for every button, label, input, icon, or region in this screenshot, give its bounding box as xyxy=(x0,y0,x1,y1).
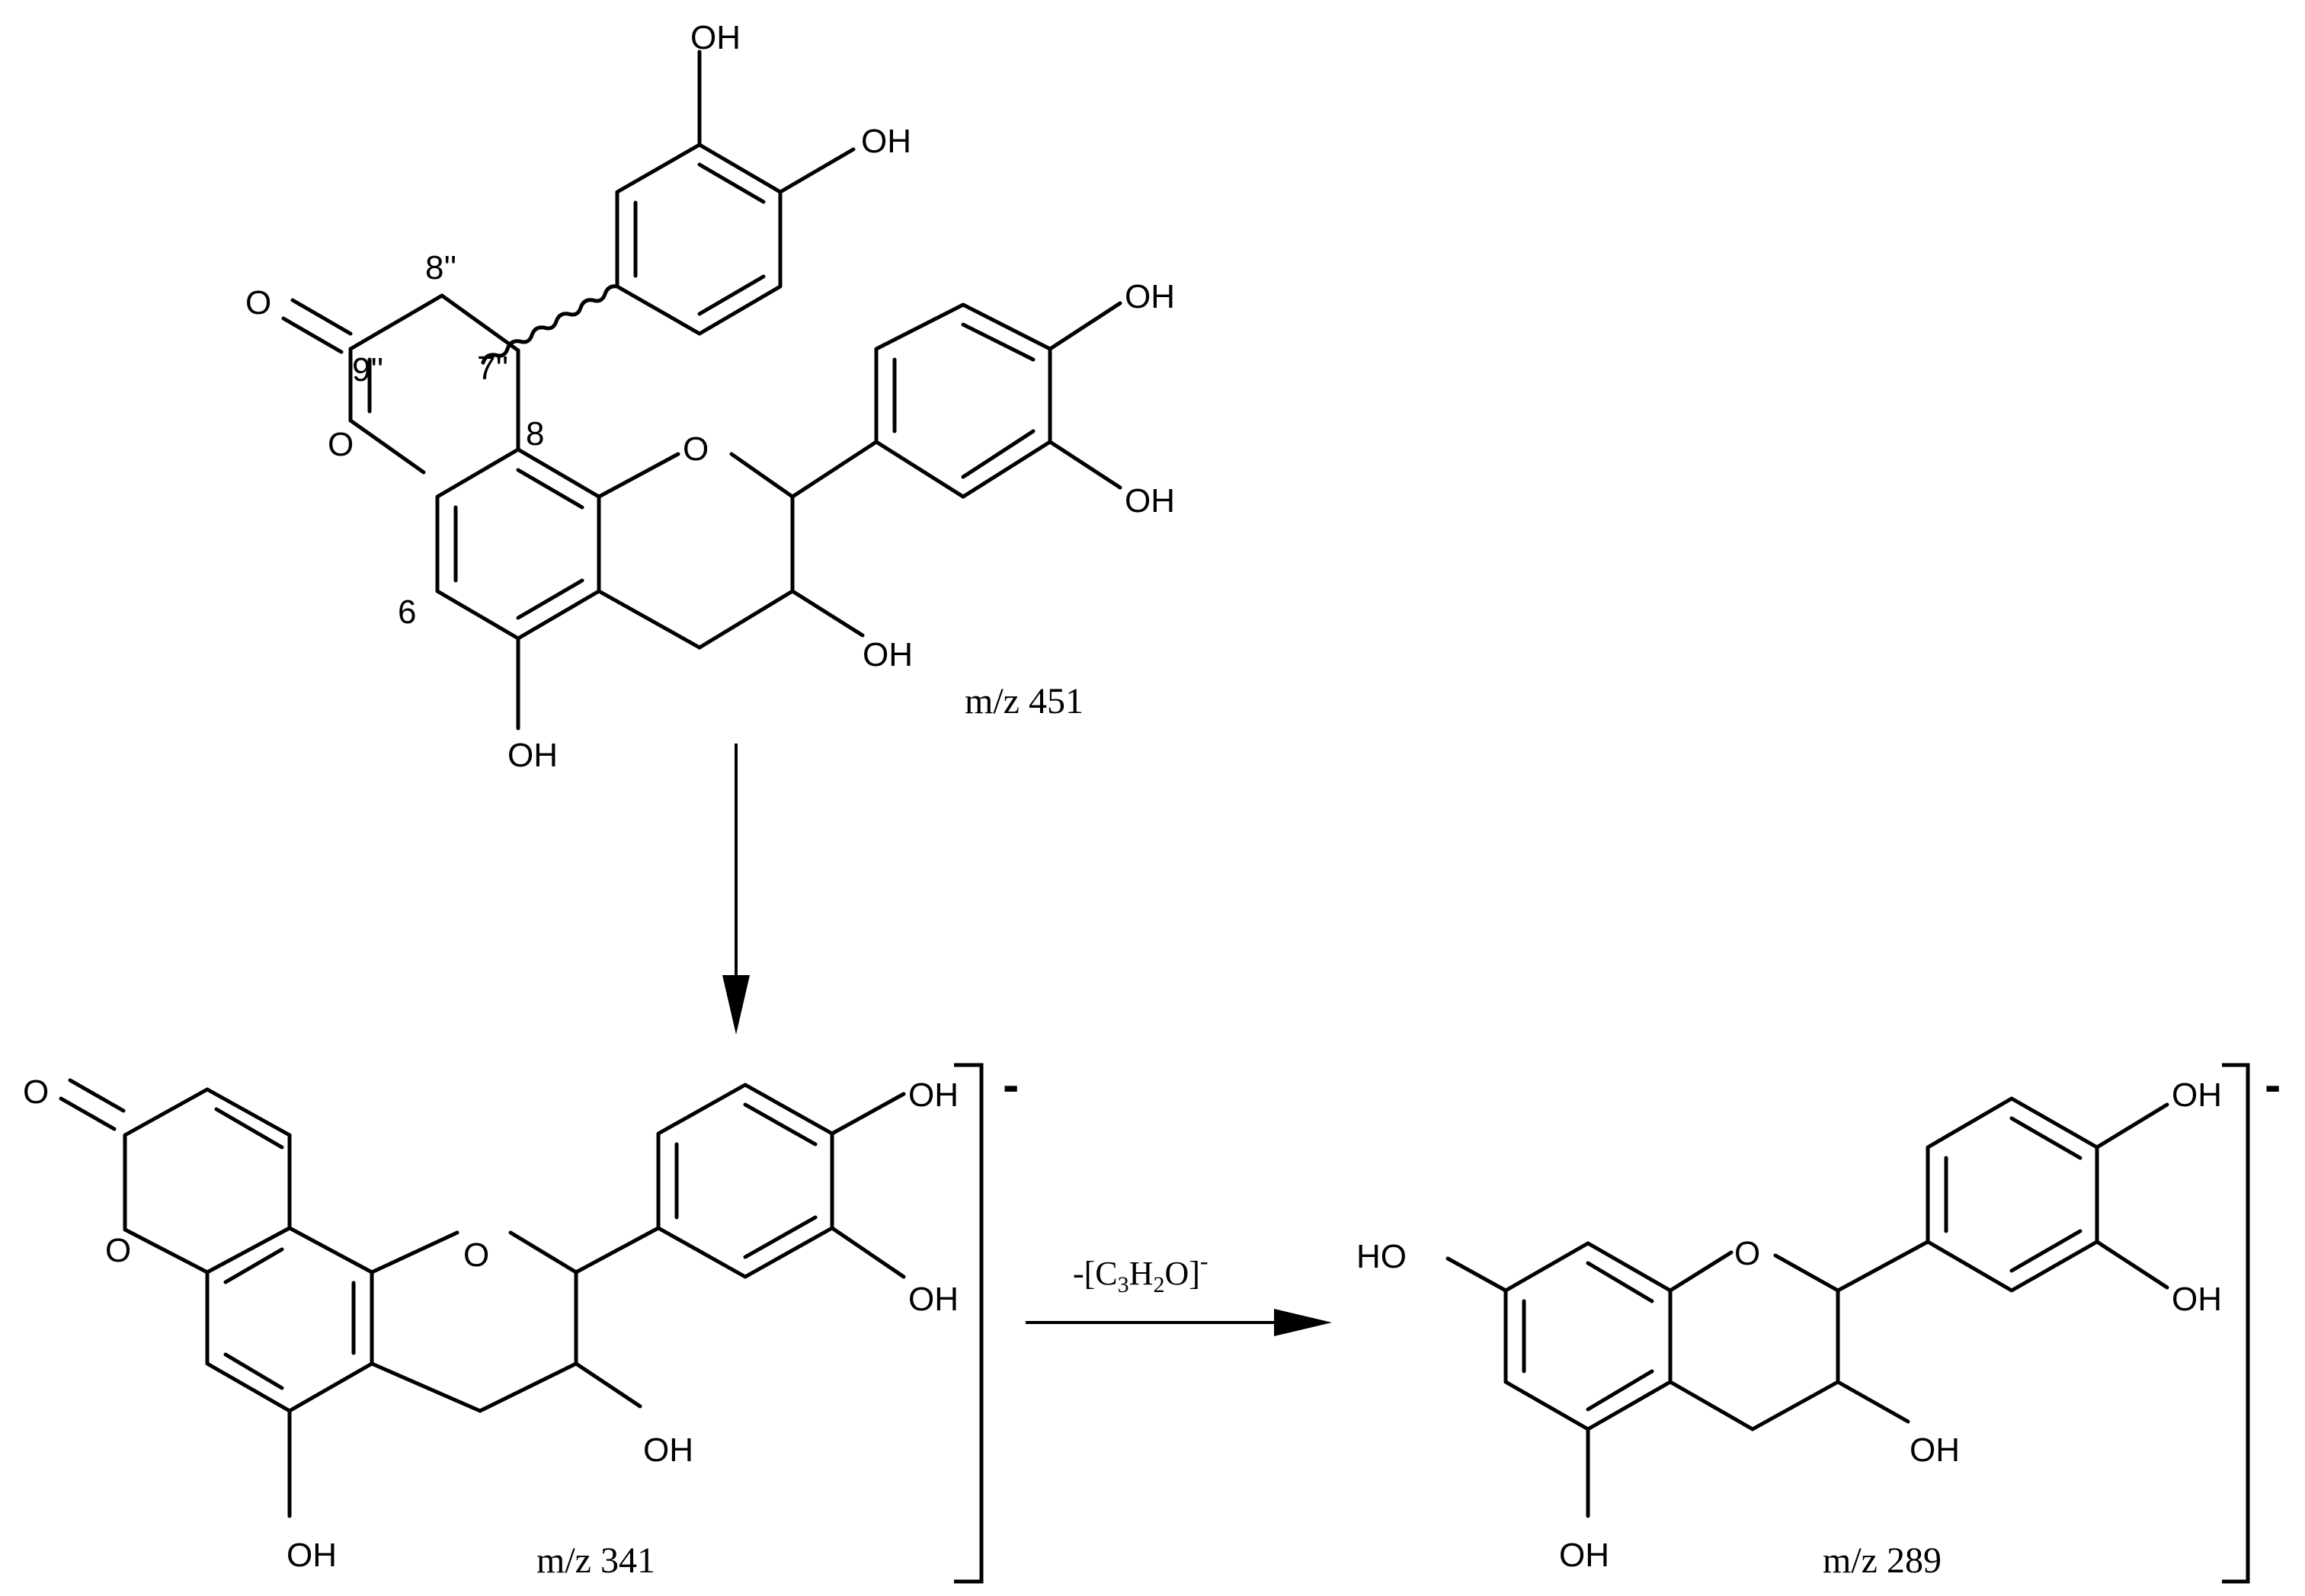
hydroxyl-label: OH xyxy=(908,1281,959,1318)
hydroxyl-label: OH xyxy=(1910,1431,1960,1469)
hydroxyl-label: OH xyxy=(1559,1537,1609,1574)
hydroxyl-label: OH xyxy=(908,1076,959,1114)
vertical-reaction-arrow xyxy=(722,744,750,1035)
hydroxyl-label: OH xyxy=(861,123,911,160)
charge-label-341: - xyxy=(1003,1057,1019,1112)
pyran-oxygen-label: O xyxy=(683,430,709,468)
lactone-oxygen-label: O xyxy=(328,426,354,463)
compound-289-structure: HO O OH OH OH OH m/z 289 - xyxy=(1356,1057,2281,1584)
hydroxyl-label: OH xyxy=(507,737,558,774)
bracket-341 xyxy=(954,1063,984,1584)
position-label-6: 6 xyxy=(398,593,416,631)
hydroxyl-label: OH xyxy=(1125,278,1175,315)
lactone-oxygen-label: O xyxy=(105,1232,131,1269)
pyran-oxygen-label: O xyxy=(463,1236,489,1274)
hydroxyl-label: HO xyxy=(1356,1238,1407,1275)
position-label-8pp: 8'' xyxy=(425,249,456,286)
hydroxyl-label: OH xyxy=(863,636,913,673)
charge-label-289: - xyxy=(2265,1057,2281,1112)
compound-341-structure: O O O OH OH OH OH m/z 341 - xyxy=(23,1057,1019,1584)
hydroxyl-label: OH xyxy=(690,19,741,56)
hydroxyl-label: OH xyxy=(1125,482,1175,520)
carbonyl-oxygen-label: O xyxy=(245,284,271,321)
pyran-oxygen-label: O xyxy=(1734,1235,1760,1272)
compound-451-structure: OH OH O O O OH OH OH OH 8'' 9'' 7'' 8 6 … xyxy=(245,19,1175,774)
horizontal-reaction-arrow: -[C3H2O]- xyxy=(1026,1247,1332,1336)
mass-label-451: m/z 451 xyxy=(965,681,1084,721)
position-label-8: 8 xyxy=(526,415,544,453)
position-label-9pp: 9'' xyxy=(352,351,383,389)
hydroxyl-label: OH xyxy=(643,1431,693,1469)
neutral-loss-label: -[C3H2O]- xyxy=(1073,1247,1209,1297)
mass-label-289: m/z 289 xyxy=(1823,1540,1942,1581)
hydroxyl-label: OH xyxy=(2172,1281,2222,1318)
bracket-289 xyxy=(2222,1063,2250,1584)
mass-label-341: m/z 341 xyxy=(536,1540,655,1581)
hydroxyl-label: OH xyxy=(287,1537,337,1574)
hydroxyl-label: OH xyxy=(2172,1076,2222,1114)
position-label-7pp: 7'' xyxy=(477,350,508,387)
carbonyl-oxygen-label: O xyxy=(23,1073,49,1111)
